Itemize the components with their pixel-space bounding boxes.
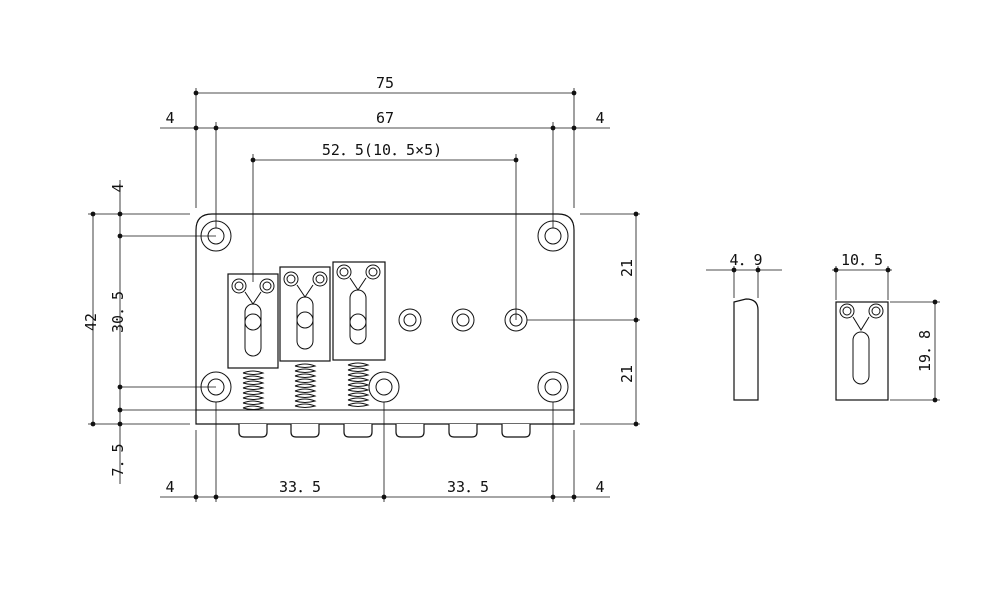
saddles	[227, 261, 386, 369]
dim-right-lower: 21	[618, 365, 636, 383]
dim-bottom-right-span: 33．5	[447, 478, 489, 496]
screw-head-5	[448, 424, 478, 438]
saddle-2	[279, 266, 331, 362]
screw-head-6	[501, 424, 531, 438]
dim-mount-span: 67	[376, 109, 394, 127]
dim-saddle-side-thickness: 4．9	[729, 251, 762, 269]
dim-overall-height: 42	[82, 313, 100, 331]
screw-head-1	[238, 424, 268, 438]
dim-saddle-front-width: 10．5	[841, 251, 883, 269]
saddle-1	[227, 273, 279, 369]
dim-right-upper: 21	[618, 259, 636, 277]
screw-head-3	[343, 424, 373, 438]
dim-string-spacing: 52．5(10．5×5)	[322, 141, 442, 159]
spring-2	[294, 363, 317, 408]
saddle-springs	[242, 362, 370, 410]
spring-3	[347, 362, 370, 407]
screw-head-4	[395, 424, 425, 438]
dim-bottom-left-offset: 4	[165, 478, 174, 496]
dim-top-offset-left: 4	[109, 183, 127, 192]
saddle-side-view	[706, 266, 782, 401]
dimension-labels: 75 67 4 4 52．5(10．5×5) 4 42 30．5 7．5 21 …	[82, 74, 934, 496]
dim-lip-height: 7．5	[109, 443, 127, 476]
dim-bottom-right-offset: 4	[595, 478, 604, 496]
dim-right-offset-top: 4	[595, 109, 604, 127]
saddle-3	[332, 261, 386, 361]
spring-1	[242, 370, 265, 410]
dim-left-offset-top: 4	[165, 109, 174, 127]
screw-head-2	[290, 424, 320, 438]
saddle-front-view	[832, 266, 940, 403]
intonation-screw-heads	[238, 424, 531, 438]
dimension-lines	[88, 88, 640, 502]
dim-bottom-left-span: 33．5	[279, 478, 321, 496]
dim-overall-width: 75	[376, 74, 394, 92]
dim-saddle-front-height: 19．8	[916, 330, 934, 372]
dim-hole-spacing-vertical: 30．5	[109, 291, 127, 333]
